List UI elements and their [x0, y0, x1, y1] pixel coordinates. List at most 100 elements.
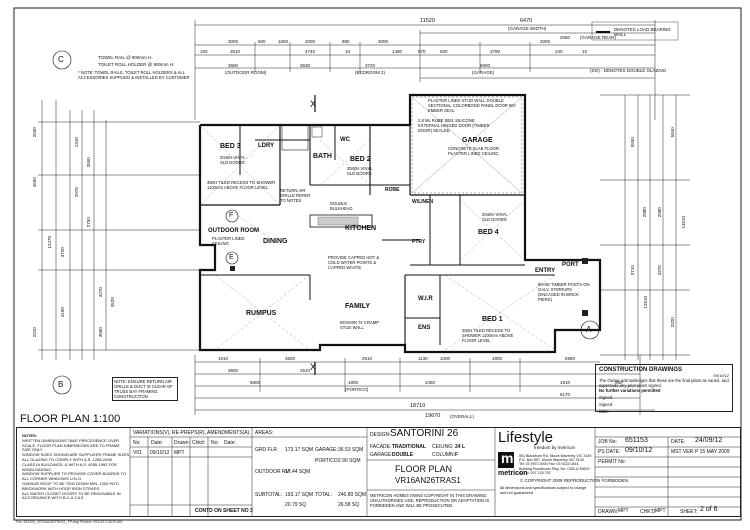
- dim-row1: 2000: [540, 39, 551, 44]
- dim-left-inner: 3550: [85, 157, 91, 168]
- variations-heading: VARIATIONS(V), RE-PREPS(R), AMENDMENTS(A…: [133, 430, 251, 436]
- dim-bottom-row2: 2450: [425, 380, 436, 385]
- bulkhead-note: DOUBLE BULKHEAD: [330, 201, 353, 211]
- note-line: ALL WATER CLOSET DOORS TO BE REMOVABLE I…: [22, 490, 121, 496]
- dim-bottom-row1: 5990: [565, 356, 576, 361]
- garage-label: GARAGE:: [370, 452, 393, 458]
- dim-bottom-row2: 1910: [560, 380, 571, 385]
- construction-heading: CONSTRUCTION DRAWINGS: [599, 367, 682, 373]
- dimensions-disclaimer: All dimensions and specifications subjec…: [500, 486, 587, 495]
- section-label-e: E: [229, 254, 234, 261]
- legend-box: [591, 21, 679, 41]
- area-grd-val: 173.17 SQM: [285, 447, 314, 453]
- stud-wall-note: BOOMIN 'N' CRAMP STUD WALL: [340, 320, 379, 330]
- garage-door-note: 2.8 ML RUBE 5051 SILICONE EXTERNAL HINGE…: [418, 118, 490, 133]
- areas-heading: AREAS:: [255, 430, 274, 436]
- legend-load-bearing: DENOTES LOAD BEARING WALL: [614, 27, 671, 37]
- ps-date-value: 09/10/12: [625, 447, 653, 454]
- dim-right-inner: 3710: [629, 265, 635, 276]
- section-label-c: C: [58, 55, 64, 64]
- sheet-label: SHEET:: [680, 509, 698, 515]
- dim-right-inner: 12510: [643, 295, 649, 309]
- note-accessories: * NOTE: TOWEL RAILS, TOILET ROLL HOLDERS…: [78, 70, 190, 80]
- dim-row3-note: (GARAGE): [472, 70, 495, 75]
- room-kitchen: KITCHEN: [345, 225, 377, 232]
- bed2-note: 2040H VINYL SLD DOORS: [347, 166, 373, 176]
- job-number: 651153: [625, 437, 648, 444]
- legend-double-glazing: (DG) - DENOTES DOUBLE GLAZING: [590, 68, 667, 73]
- note-line: ACCORDANCE WITH B.C.A 3.8.3.: [22, 495, 85, 501]
- dim-row1: 880: [342, 39, 350, 44]
- dim-left: 4550: [31, 177, 37, 188]
- room-entry: ENTRY: [535, 268, 556, 274]
- dim-right: 5840: [669, 127, 675, 138]
- dim-top-overall: 11520: [420, 18, 435, 24]
- bed3-note: 2040H VINYL SLD DOORS: [220, 155, 246, 165]
- bath-tiled-note: 350H TILED RECESS TO SHOWER 1100mm ABOVE…: [207, 180, 276, 190]
- company-line: Tel: 03 9973 3000 Fax: 03 9222 0444: [519, 462, 579, 467]
- room-bed2: BED 2: [350, 156, 371, 163]
- var-row-date: 09/10/12: [150, 450, 170, 456]
- porch-post: [582, 258, 588, 264]
- room-bath: BATH: [313, 153, 332, 160]
- dim-row1: 3000: [378, 39, 389, 44]
- dim-row1: 500: [258, 39, 266, 44]
- dim-left-inner: 3560: [97, 327, 103, 338]
- section-label-b: B: [58, 380, 64, 389]
- area-total-val: 246.80 SQM: [338, 492, 367, 498]
- garage-note: CONCRETE SLAB FLOOR PLASTER LINED CEILIN…: [448, 146, 499, 156]
- dim-row1: 3000: [228, 39, 239, 44]
- dim-row3: 3600: [228, 63, 239, 68]
- dim-garage-rear-note: (GARAGE REAR): [580, 35, 617, 40]
- dim-bottom-overall2-note: (OVERALL): [450, 414, 474, 419]
- top-dimension-lines: [194, 20, 656, 120]
- dim-left-inner: 3520: [109, 297, 115, 308]
- drawing-code: VR16AN26TRAS1: [395, 476, 461, 485]
- room-robe: ROBE: [385, 187, 400, 193]
- design-name: SANTORINI 26: [390, 428, 459, 439]
- area-subtotal-val: 193.17 SQM: [285, 492, 314, 498]
- dim-row2: 160: [200, 49, 208, 54]
- drawn-label: DRAWN:: [598, 509, 619, 515]
- copyright-notice: METRICON HOMES OWNS COPYRIGHT IN THIS DR…: [370, 493, 490, 508]
- brand-sub: freedom by metricon: [534, 445, 576, 450]
- garage-wall-note: PLASTER LINED STUD WALL DOUBLE SECTIONAL…: [428, 98, 517, 113]
- note-line: WINDOW SUPPLIER TO PROVIDE COVER BOARDS …: [22, 471, 126, 477]
- note-line: GARAGE ROOF TO BE TIED DOWN MIN. 1200 IN…: [22, 480, 119, 486]
- dim-left: 4190: [59, 307, 65, 318]
- room-dining: DINING: [263, 238, 288, 245]
- ps-date-label: PS DATE:: [598, 449, 621, 455]
- var-row-drawn: MPT: [174, 450, 185, 456]
- room-pantry: PTRY: [412, 239, 426, 245]
- room-bed1: BED 1: [482, 316, 503, 323]
- room-wir: W.I.R: [418, 296, 433, 302]
- construction-date-label: Date.: [599, 409, 610, 414]
- water-points-note: PROVIDE CAPPED HOT & COLD WATER POINTS &…: [328, 255, 380, 270]
- area-subtotal-sq: 20.79 SQ: [285, 502, 307, 508]
- dim-bottom-row1: 1130: [418, 356, 428, 361]
- room-bed3: BED 3: [220, 143, 241, 150]
- room-porch: PORT: [562, 262, 579, 268]
- title-block: [16, 427, 741, 517]
- dim-left: 2040: [31, 127, 37, 138]
- chkd-label: CHK'D:: [640, 509, 657, 515]
- section-marker-f: [225, 209, 239, 223]
- dim-row2: 3510: [230, 49, 241, 54]
- dim-row2: 1480: [392, 49, 403, 54]
- design-label: DESIGN:: [370, 432, 391, 438]
- section-marker-b: [52, 375, 72, 395]
- dim-right-inner: 5550: [629, 137, 635, 148]
- dim-left-inner: 2750: [85, 217, 91, 228]
- drawn-value: MPT: [618, 508, 629, 514]
- var-col-no-2: No:: [211, 440, 219, 446]
- timber-posts-note: 90×90 TIMBER POSTS ON GALV. STIRRUPS (EN…: [538, 282, 590, 302]
- dim-right-inner: 2880: [641, 207, 647, 218]
- section-label-a: A: [586, 325, 592, 334]
- note-line: CLASS IA BUILDINGS, & WITH A.S. 4055-199…: [22, 461, 117, 467]
- garage-value: DOUBLE: [392, 452, 414, 458]
- dim-row2: 10: [345, 49, 351, 54]
- bath-tub: [281, 124, 309, 151]
- section-x-bottom: X: [310, 362, 317, 372]
- construction-signed2: Signed.: [599, 402, 614, 407]
